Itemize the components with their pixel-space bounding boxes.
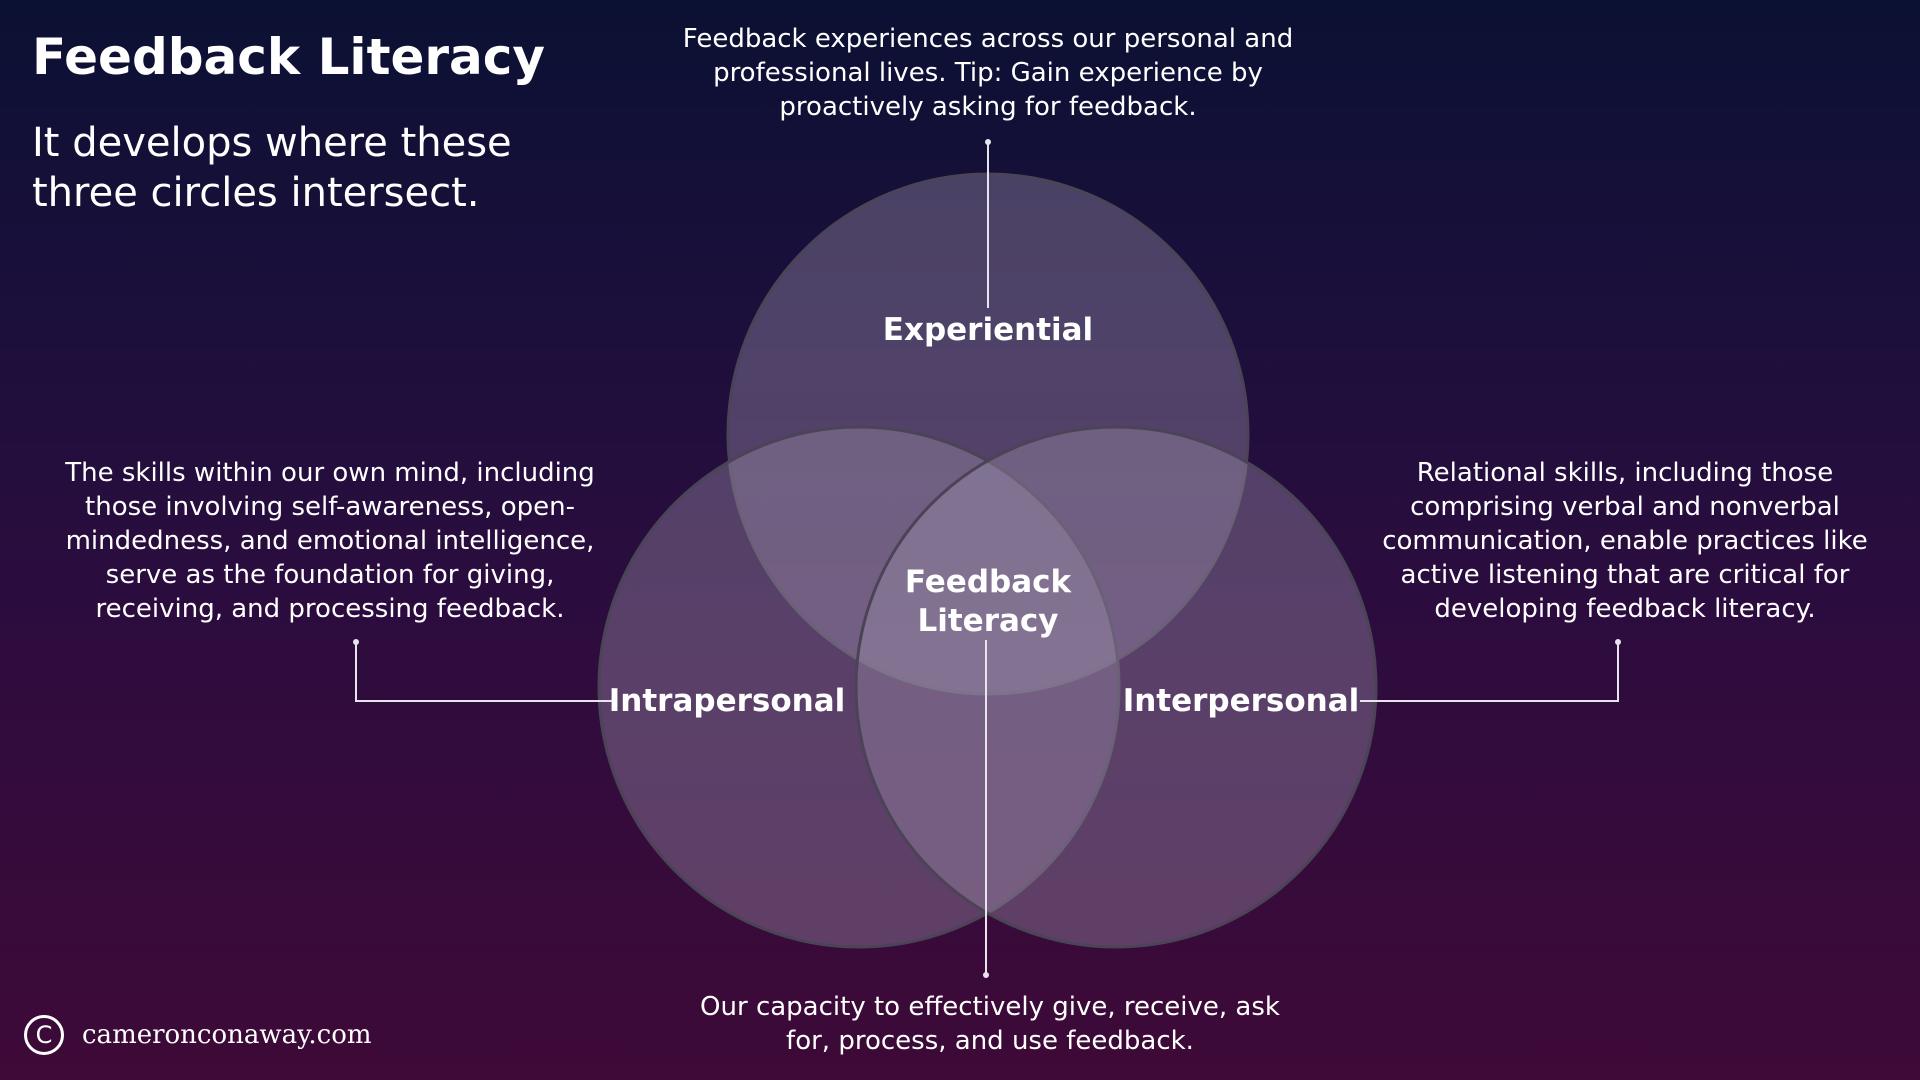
description-experiential: Feedback experiences across our personal… (682, 24, 1294, 122)
label-intrapersonal: Intrapersonal (609, 683, 846, 719)
connector-lines (353, 139, 1621, 978)
connector-left-dot (353, 639, 359, 645)
circle-intrapersonal (597, 425, 1121, 949)
connector-right-dot (1615, 639, 1621, 645)
connector-left (355, 642, 616, 702)
connector-bottom-dot (983, 972, 989, 978)
label-experiential: Experiential (883, 312, 1093, 348)
page-subtitle: It develops where these three circles in… (32, 120, 512, 216)
label-center-line1: Feedback (905, 564, 1073, 600)
copyright-icon: C (24, 1015, 64, 1055)
connector-top-dot (985, 139, 991, 145)
footer: C cameronconaway.com (24, 1012, 372, 1058)
description-feedback-literacy: Our capacity to effectively give, receiv… (700, 992, 1280, 1056)
description-interpersonal: Relational skills, including those compr… (1382, 458, 1868, 624)
label-center-line2: Literacy (917, 603, 1058, 639)
label-interpersonal: Interpersonal (1123, 683, 1360, 719)
connector-right (1360, 642, 1619, 702)
description-intrapersonal: The skills within our own mind, includin… (65, 458, 595, 624)
footer-site[interactable]: cameronconaway.com (82, 1020, 372, 1050)
page-title: Feedback Literacy (32, 28, 546, 86)
